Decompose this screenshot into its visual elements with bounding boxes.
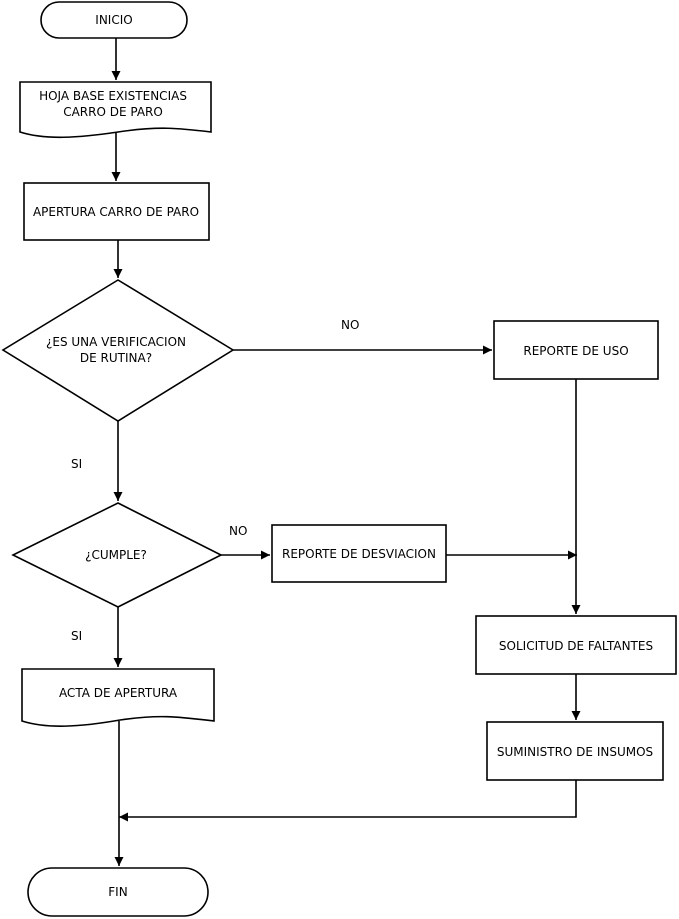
edge-suministro-fin-path xyxy=(119,780,577,822)
node-verificacion-label-1: ¿ES UNA VERIFICACION xyxy=(46,335,186,349)
process-shape xyxy=(486,721,664,781)
node-suministro: SUMINISTRO DE INSUMOS xyxy=(486,721,664,781)
node-fin-label: FIN xyxy=(108,885,127,899)
process-shape xyxy=(23,182,210,241)
node-hoja-base: HOJA BASE EXISTENCIAS CARRO DE PARO xyxy=(19,81,212,139)
label-cumple-no: NO xyxy=(229,524,247,538)
node-reporte-desviacion-label: REPORTE DE DESVIACION xyxy=(282,547,436,561)
edges xyxy=(111,38,581,866)
node-solicitud-label: SOLICITUD DE FALTANTES xyxy=(499,639,653,653)
node-verificacion: ¿ES UNA VERIFICACION DE RUTINA? xyxy=(1,279,235,422)
process-shape xyxy=(493,320,659,380)
node-apertura: APERTURA CARRO DE PARO xyxy=(23,182,210,241)
node-verificacion-label-2: DE RUTINA? xyxy=(80,351,152,365)
node-reporte-uso-label: REPORTE DE USO xyxy=(523,344,628,358)
decision-shape xyxy=(1,279,235,422)
node-hoja-base-label-2: CARRO DE PARO xyxy=(63,105,163,119)
node-acta-label: ACTA DE APERTURA xyxy=(59,686,178,700)
node-suministro-label: SUMINISTRO DE INSUMOS xyxy=(497,745,653,759)
node-solicitud: SOLICITUD DE FALTANTES xyxy=(475,615,677,675)
label-verificacion-si: SI xyxy=(71,457,82,471)
process-shape xyxy=(271,524,447,583)
node-cumple: ¿CUMPLE? xyxy=(11,502,223,608)
process-shape xyxy=(475,615,677,675)
terminator-shape xyxy=(40,1,188,39)
node-acta: ACTA DE APERTURA xyxy=(21,668,215,727)
node-reporte-uso: REPORTE DE USO xyxy=(493,320,659,380)
document-shape xyxy=(21,668,215,727)
decision-shape xyxy=(11,502,223,608)
terminator-shape xyxy=(27,867,209,917)
node-inicio: INICIO xyxy=(40,1,188,39)
label-verificacion-no: NO xyxy=(341,318,359,332)
document-shape xyxy=(19,81,212,139)
node-reporte-desviacion: REPORTE DE DESVIACION xyxy=(271,524,447,583)
node-hoja-base-label-1: HOJA BASE EXISTENCIAS xyxy=(39,89,187,103)
node-fin: FIN xyxy=(27,867,209,917)
node-inicio-label: INICIO xyxy=(95,13,132,27)
label-cumple-si: SI xyxy=(71,629,82,643)
node-apertura-label: APERTURA CARRO DE PARO xyxy=(33,205,199,219)
edge-labels: NO SI NO SI xyxy=(71,318,359,643)
node-cumple-label: ¿CUMPLE? xyxy=(85,548,147,562)
